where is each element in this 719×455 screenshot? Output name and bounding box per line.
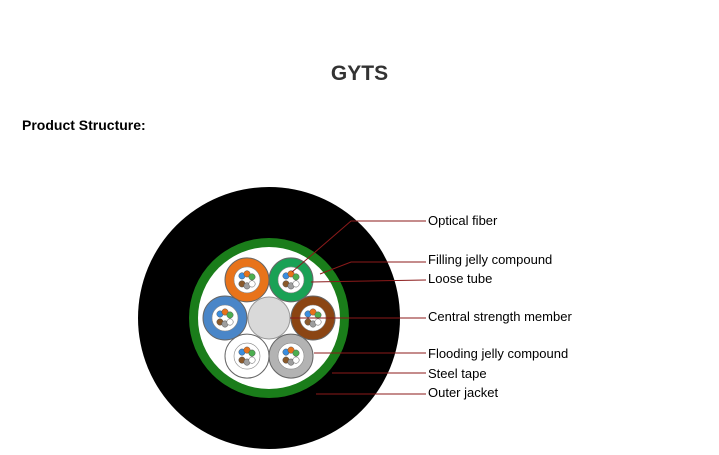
- optical-fiber: [287, 270, 295, 278]
- optical-fiber: [314, 318, 322, 326]
- optical-fiber: [248, 273, 256, 281]
- loose-tubes: [202, 257, 336, 379]
- optical-fiber: [226, 311, 234, 319]
- leader-lines: [290, 220, 427, 395]
- loose-tube: [202, 295, 248, 341]
- section-heading: Product Structure:: [22, 117, 146, 133]
- optical-fiber: [221, 308, 229, 316]
- optical-fiber: [243, 270, 251, 278]
- page-title: GYTS: [330, 62, 389, 85]
- optical-fiber: [248, 356, 256, 364]
- central-strength-member: [247, 296, 291, 340]
- label-central-strength-member: Central strength member: [428, 309, 572, 324]
- optical-fiber: [243, 346, 251, 354]
- optical-fiber: [248, 349, 256, 357]
- optical-fiber: [287, 346, 295, 354]
- label-optical-fiber: Optical fiber: [428, 213, 498, 228]
- label-outer-jacket: Outer jacket: [428, 385, 499, 400]
- label-steel-tape: Steel tape: [428, 366, 487, 381]
- optical-fiber: [292, 349, 300, 357]
- optical-fiber: [292, 273, 300, 281]
- label-filling-jelly-compound: Filling jelly compound: [428, 252, 553, 267]
- label-flooding-jelly-compound: Flooding jelly compound: [428, 346, 569, 361]
- leader-loose-tube: [310, 279, 427, 283]
- loose-tube: [268, 257, 314, 303]
- optical-fiber: [292, 280, 300, 288]
- label-loose-tube: Loose tube: [428, 271, 493, 286]
- optical-fiber: [248, 280, 256, 288]
- leader-optical-fiber: [291, 220, 426, 273]
- loose-tube: [224, 333, 270, 379]
- optical-fiber: [314, 311, 322, 319]
- leader-filling-jelly-compound: [319, 261, 426, 275]
- loose-tube: [224, 257, 270, 303]
- optical-fiber: [292, 356, 300, 364]
- optical-fiber: [309, 308, 317, 316]
- loose-tube: [268, 333, 314, 379]
- optical-fiber: [226, 318, 234, 326]
